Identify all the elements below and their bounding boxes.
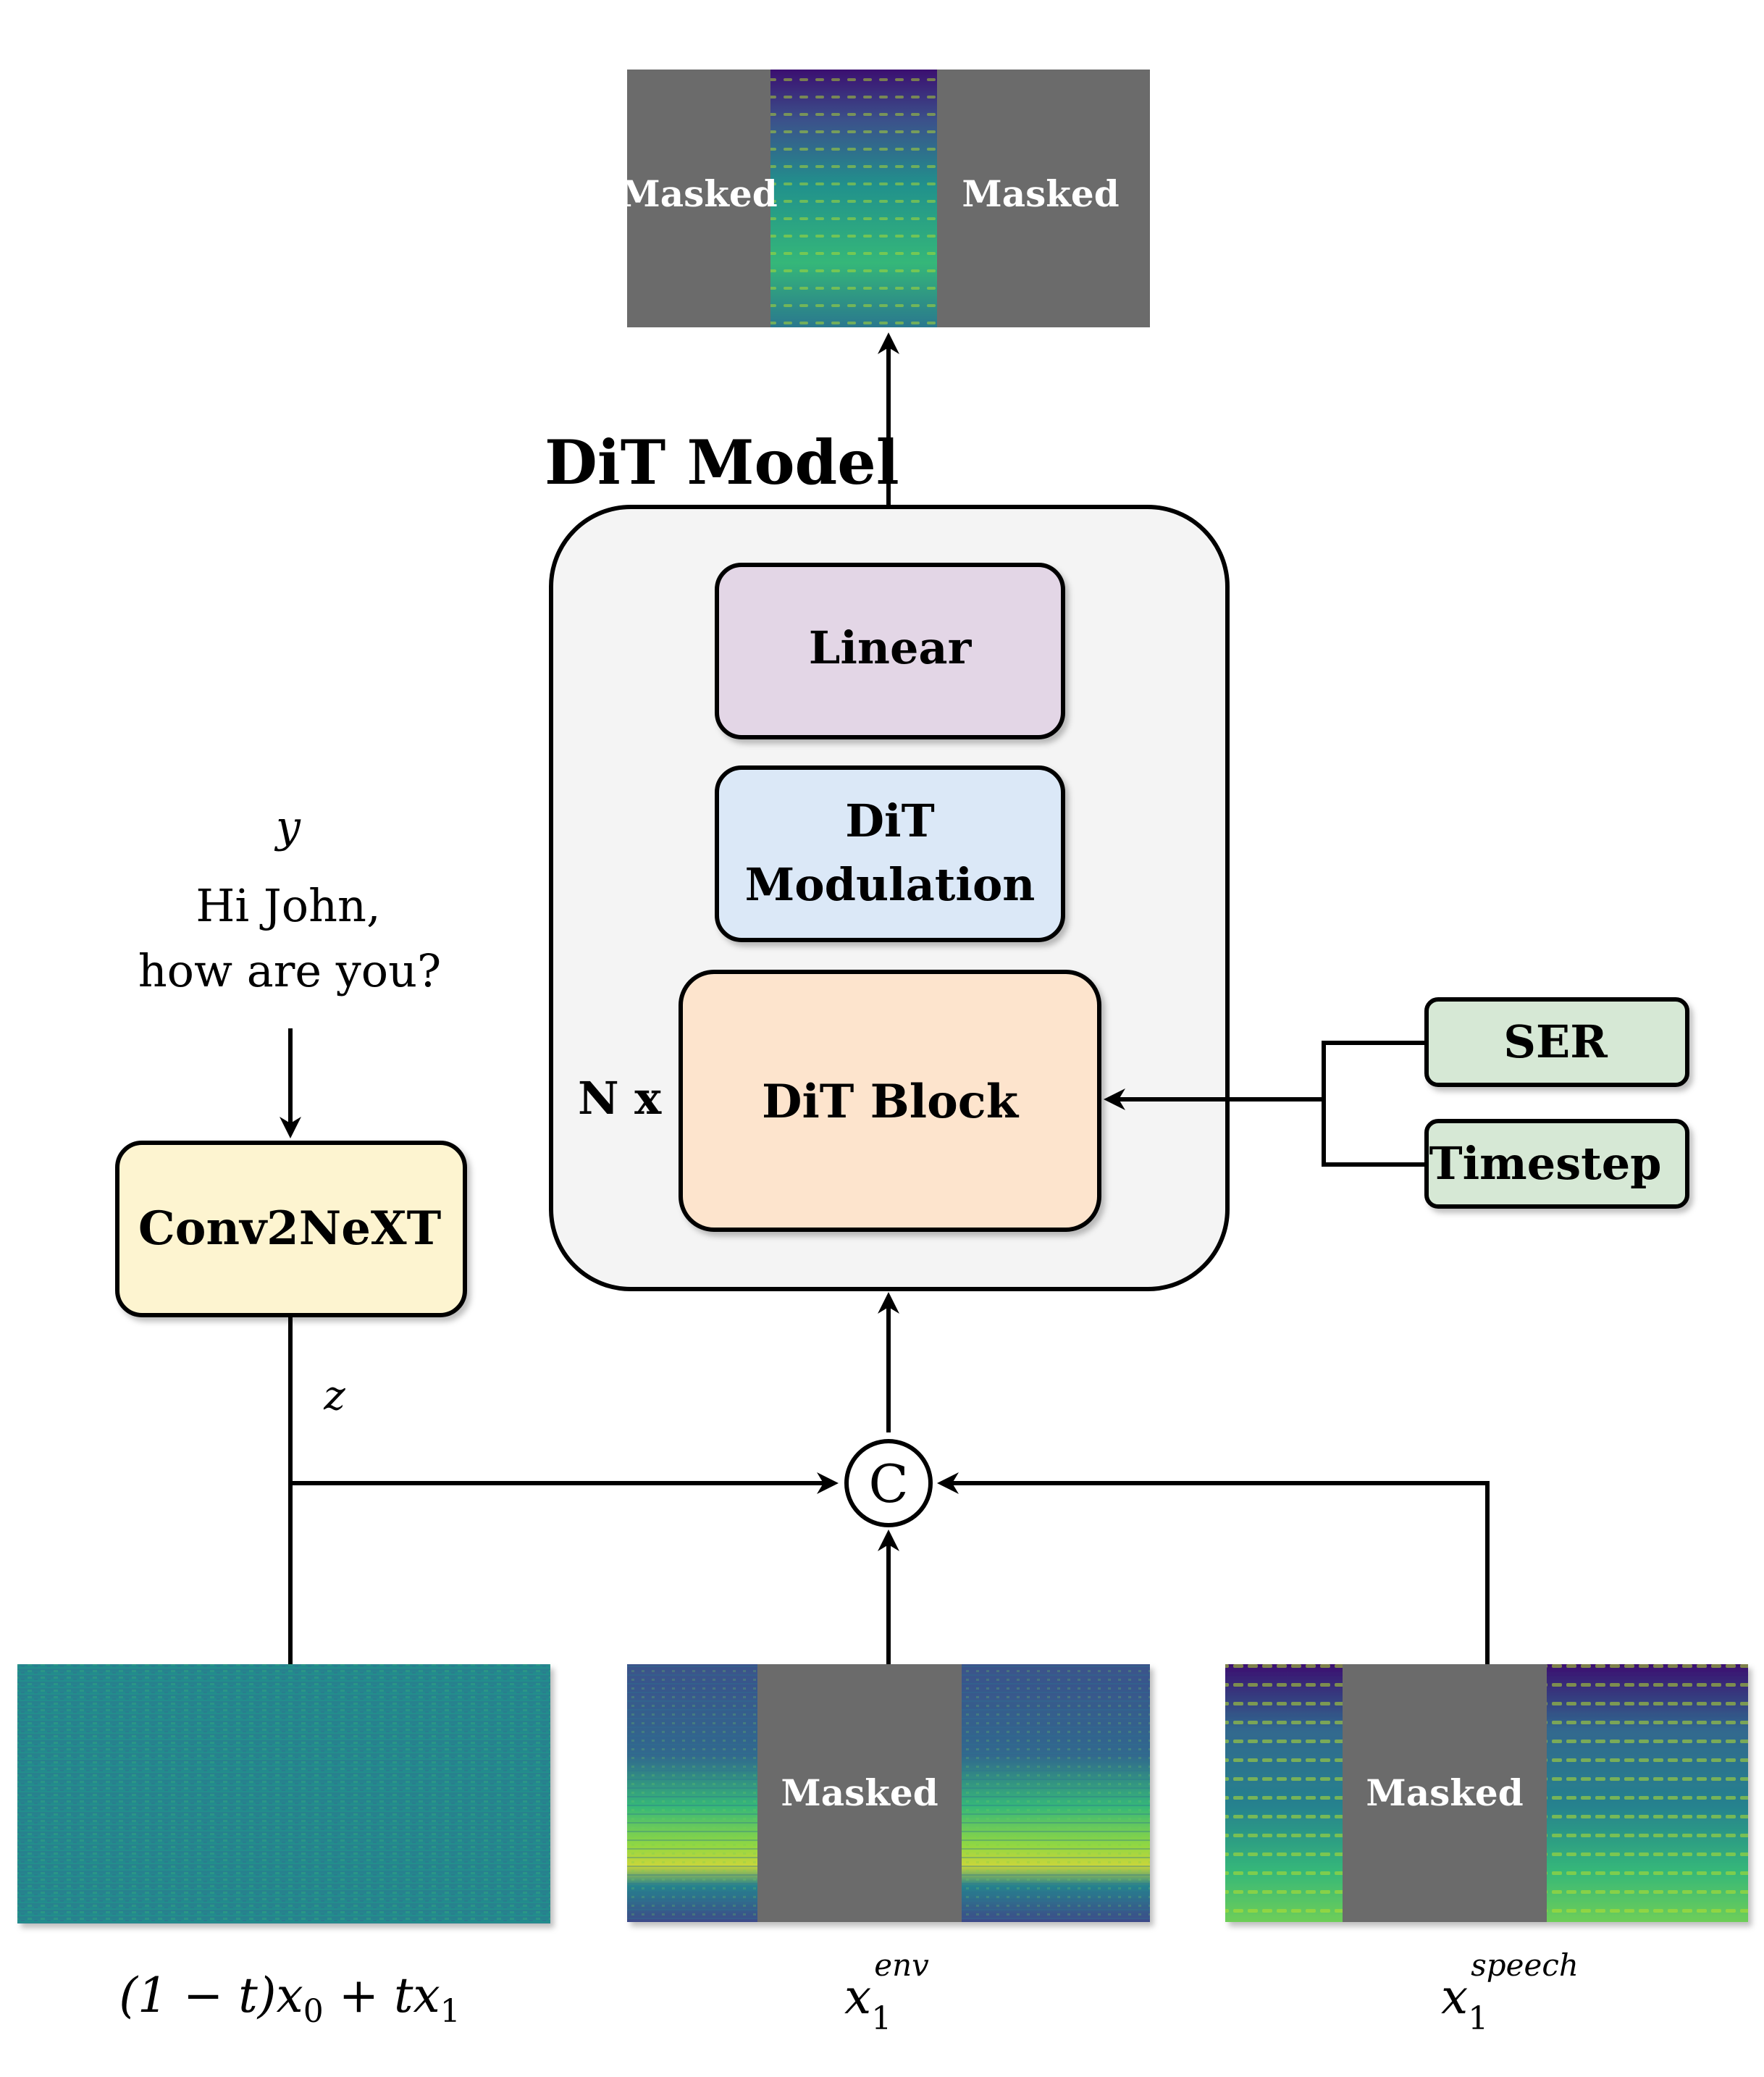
model-title: DiT Model (545, 427, 899, 498)
env-mask (757, 1664, 962, 1922)
timestep-block: Timestep (1424, 1119, 1689, 1209)
repeat-label: N x (578, 1072, 662, 1125)
modulation-label-line2: Modulation (745, 858, 1036, 911)
text-line2: how are you? (138, 944, 442, 997)
ser-block: SER (1424, 997, 1689, 1087)
text-line1: Hi John, (196, 879, 380, 932)
output-spectrogram: Masked Masked (620, 70, 1150, 327)
edge-speech-up (946, 1481, 1490, 1664)
linear-label: Linear (809, 621, 973, 674)
speech-input-label: x1speech (1441, 1947, 1579, 2037)
env-mask-label: Masked (781, 1771, 938, 1814)
linear-block: Linear (715, 563, 1065, 739)
edge-conditions-bracket (1322, 1041, 1427, 1167)
modulation-label-line1: DiT (845, 794, 934, 847)
noisy-input-label: (1 − t)x0 + tx1 (119, 1968, 461, 2030)
dit-modulation-block: DiT Modulation (715, 765, 1065, 942)
noisy-spectrogram (17, 1664, 550, 1923)
dit-block-label: DiT Block (762, 1075, 1020, 1129)
dit-block: DiT Block (679, 970, 1101, 1232)
z-label: z (323, 1372, 345, 1419)
timestep-label: Timestep (1429, 1137, 1661, 1190)
conv2next-block: Conv2NeXT (115, 1141, 467, 1317)
speech-mask (1343, 1664, 1547, 1922)
env-spectrogram: Masked (627, 1664, 1150, 1922)
concat-symbol: C (868, 1453, 908, 1514)
output-mask-left (627, 70, 770, 327)
speech-mask-label: Masked (1366, 1771, 1523, 1814)
text-symbol: y (274, 802, 301, 852)
output-mask-right-label: Masked (962, 172, 1119, 215)
concat-node: C (844, 1439, 933, 1527)
ser-label: SER (1503, 1015, 1608, 1068)
env-input-label: x1env (844, 1947, 929, 2037)
speech-spectrogram: Masked (1225, 1664, 1748, 1922)
output-mask-left-label: Masked (620, 172, 777, 215)
conv2next-label: Conv2NeXT (138, 1201, 441, 1256)
output-mask-right (937, 70, 1150, 327)
